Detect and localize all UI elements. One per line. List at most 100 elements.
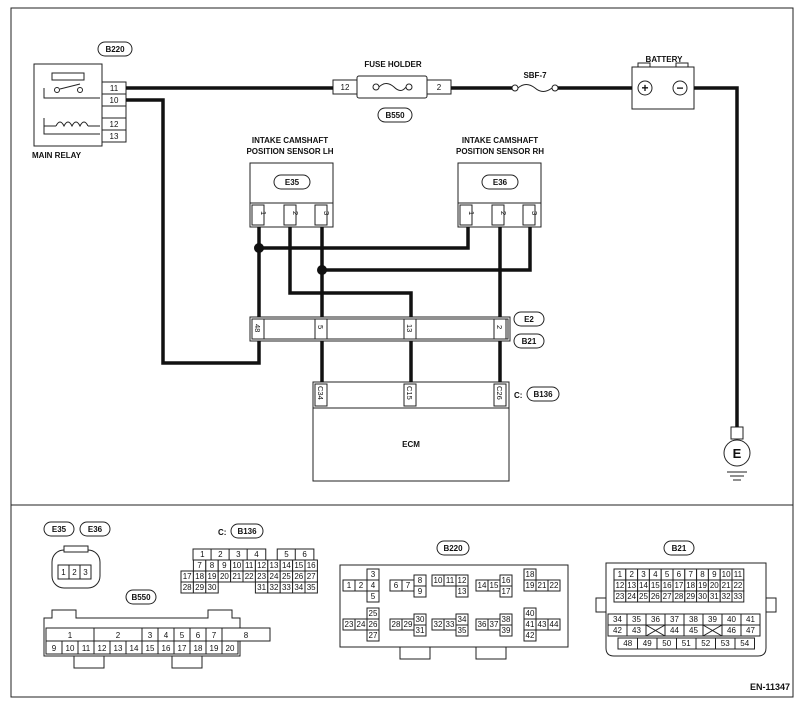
ecm-pin: C26 [495,386,504,400]
legend-pin: 33 [282,583,291,592]
legend-pin: 18 [194,644,203,653]
legend-pin: 9 [712,570,717,579]
legend-pin: 32 [722,592,731,601]
sensor-lh-pin: 3 [322,211,331,215]
legend-pin: 27 [369,631,378,640]
legend-pin-cell [731,590,745,603]
legend-pin: 34 [458,615,467,624]
legend-pin: 29 [686,592,695,601]
b21-badge: B21 [522,337,537,346]
legend-pin: 13 [458,587,467,596]
legend-pin: 35 [632,615,641,624]
battery-plus: + [641,81,648,95]
legend-pin: 10 [722,570,731,579]
splice-dot [317,265,327,275]
legend-pin: 11 [446,576,455,585]
legend-b220: B220 [443,544,463,553]
legend-pin: 5 [284,550,289,559]
sensor-lh-label-2: POSITION SENSOR LH [246,147,333,156]
legend-pin: 8 [210,561,215,570]
legend-pin: 34 [613,615,622,624]
legend-pin: 17 [183,572,192,581]
legend-pin: 51 [682,639,691,648]
legend-pin: 14 [639,581,648,590]
ecm-label: ECM [402,440,420,449]
legend-pin: 15 [294,561,303,570]
legend-pin: 18 [195,572,204,581]
legend-pin: 4 [371,581,376,590]
legend-pin: 22 [550,581,559,590]
legend-pin: 10 [232,561,241,570]
legend-pin: 14 [130,644,139,653]
legend-b136: B136 [237,527,257,536]
legend-pin: 20 [220,572,229,581]
sbf7-label: SBF-7 [523,71,547,80]
splice-dot [254,243,264,253]
legend-pin: 7 [197,561,202,570]
legend-pin: 37 [490,620,499,629]
legend-pin: 25 [639,592,648,601]
legend-pin: 2 [629,570,634,579]
legend-pin-cell [205,581,219,594]
b220-badge: B220 [105,45,125,54]
legend-pin: 30 [416,615,425,624]
legend-pin: 32 [434,620,443,629]
legend-pin: 37 [670,615,679,624]
legend-pin: 42 [613,626,622,635]
legend-pin: 1 [200,550,205,559]
legend-pin: 23 [345,620,354,629]
legend-pin: 20 [710,581,719,590]
legend-pin: 17 [502,587,511,596]
legend-pin: 15 [651,581,660,590]
legend-pin: 6 [677,570,682,579]
legend-pin: 6 [196,631,201,640]
legend-pin: 19 [210,644,219,653]
legend-pin: 5 [180,631,185,640]
fuse-pin: 12 [341,83,350,92]
junction-pin: 48 [253,324,262,332]
junction-pin: 5 [316,325,325,329]
legend-pin: 20 [226,644,235,653]
legend-pin: 28 [392,620,401,629]
wire-lh1-rh1 [259,227,470,250]
sensor-lh: INTAKE CAMSHAFT POSITION SENSOR LH E35 1… [246,136,334,228]
main-relay: 11 10 12 13 B220 MAIN RELAY [32,41,133,160]
legend-pin: 23 [257,572,266,581]
legend-b21: B21 [672,544,687,553]
legend-pin: 29 [404,620,413,629]
legend-pin: 12 [98,644,107,653]
legend-pin: 32 [270,583,279,592]
legend-pin: 43 [538,620,547,629]
legend-pin: 27 [663,592,672,601]
ecm-c-prefix: C: [514,391,522,400]
legend-pin: 24 [627,592,636,601]
e36-badge: E36 [493,178,508,187]
legend-pin: 7 [688,570,693,579]
legend-pin-cell [455,585,469,598]
legend-pin: 40 [727,615,736,624]
legend-pin: 12 [458,576,467,585]
legend-pin: 28 [183,583,192,592]
legend-pin: 8 [244,631,249,640]
sensor-rh: INTAKE CAMSHAFT POSITION SENSOR RH E36 1… [456,136,544,228]
legend-pin: 16 [502,576,511,585]
sensor-rh-pin: 2 [499,211,508,215]
sensor-rh-pin: 1 [467,211,476,215]
legend-pin: 19 [526,581,535,590]
b550-badge: B550 [385,111,405,120]
legend-pin: 10 [434,576,443,585]
legend-pin: 40 [526,609,535,618]
legend-pin: 30 [698,592,707,601]
legend-pin: 41 [526,620,535,629]
legend-blank-cross [645,624,666,637]
legend-pin: 7 [406,581,411,590]
legend-pin: 2 [116,631,121,640]
legend-pin: 2 [359,581,364,590]
sensor-lh-pin: 2 [291,211,300,215]
legend-pin: 25 [282,572,291,581]
legend-e-pin: 3 [83,568,88,577]
legend-pin-cell [523,629,537,642]
e35-badge: E35 [285,178,300,187]
legend-pin: 17 [674,581,683,590]
